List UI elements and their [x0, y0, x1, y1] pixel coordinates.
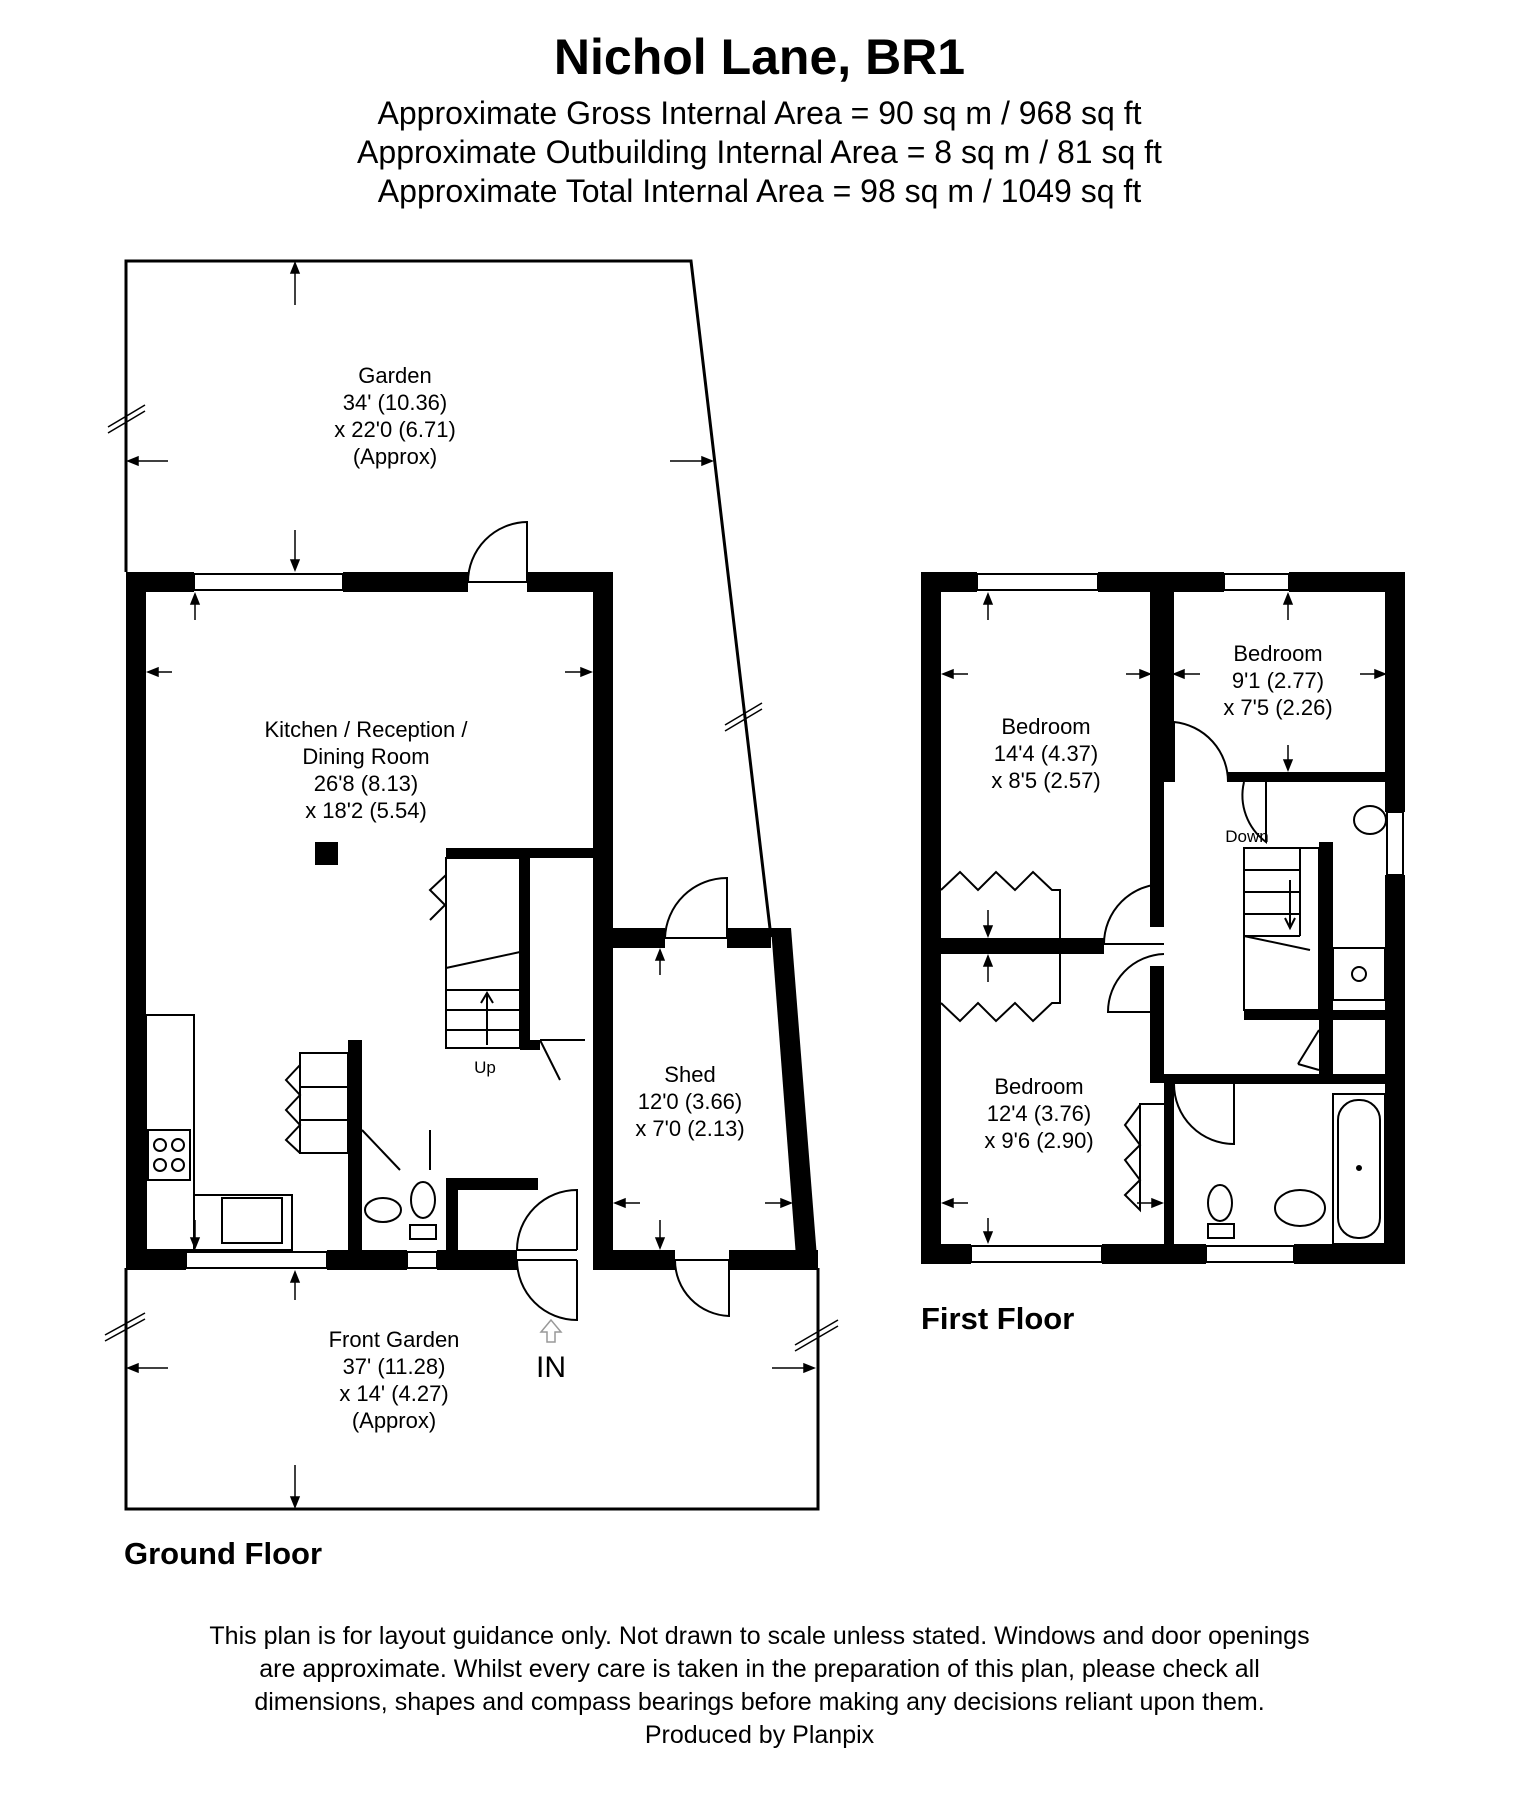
- kitchen-label: Kitchen / Reception / Dining Room 26'8 (…: [264, 717, 468, 823]
- first-floor-windows: [970, 573, 1404, 1263]
- front-garden-name: Front Garden: [329, 1327, 460, 1352]
- kitchen-dim2: x 18'2 (5.54): [305, 798, 427, 823]
- first-floor-doors: [1102, 720, 1320, 1146]
- producer-credit: Produced by Planpix: [644, 1721, 875, 1749]
- first-floor-wardrobes: [940, 870, 1164, 1213]
- front-garden-boundary: [124, 1268, 820, 1511]
- first-floor-dimension-arrows: [940, 591, 1388, 1245]
- front-garden-note: (Approx): [352, 1408, 436, 1433]
- ground-floor-plan: Garden 34' (10.36) x 22'0 (6.71) (Approx…: [104, 259, 839, 1571]
- disclaimer-line2: are approximate. Whilst every care is ta…: [259, 1655, 1260, 1683]
- entrance-arrow-icon: [539, 1318, 563, 1343]
- garden-dim2: x 22'0 (6.71): [334, 417, 456, 442]
- shed-name: Shed: [664, 1062, 715, 1087]
- bedroom1-name: Bedroom: [1001, 714, 1090, 739]
- entrance-label: IN: [536, 1351, 566, 1384]
- garden-label: Garden 34' (10.36) x 22'0 (6.71) (Approx…: [334, 363, 456, 469]
- first-stairs-label: Down: [1225, 827, 1268, 846]
- kitchen-island-marker: [315, 842, 338, 865]
- shed-walls: [593, 928, 818, 1270]
- bedroom1-label: Bedroom 14'4 (4.37) x 8'5 (2.57): [991, 714, 1100, 793]
- first-floor-walls: [921, 572, 1405, 1264]
- bedroom1-dim2: x 8'5 (2.57): [991, 768, 1100, 793]
- house-walls: [126, 572, 613, 1270]
- ground-stairs: [428, 857, 521, 1049]
- disclaimer-line1: This plan is for layout guidance only. N…: [209, 1622, 1310, 1650]
- kitchen-dim1: 26'8 (8.13): [314, 771, 419, 796]
- ground-stairs-label: Up: [474, 1058, 496, 1077]
- front-garden-dim1: 37' (11.28): [343, 1354, 446, 1379]
- first-floor-bathroom-fittings: [1207, 805, 1387, 1245]
- front-garden-dim2: x 14' (4.27): [339, 1381, 448, 1406]
- wc-fittings: [364, 1181, 437, 1240]
- bedroom2-dim1: 9'1 (2.77): [1232, 668, 1324, 693]
- plan-title: Nichol Lane, BR1: [553, 29, 966, 85]
- garden-name: Garden: [358, 363, 431, 388]
- bedroom2-label: Bedroom 9'1 (2.77) x 7'5 (2.26): [1223, 641, 1332, 720]
- bedroom3-label: Bedroom 12'4 (3.76) x 9'6 (2.90): [984, 1074, 1093, 1153]
- first-floor-stairs: [1243, 847, 1320, 1011]
- outbuilding-area-text: Approximate Outbuilding Internal Area = …: [357, 134, 1162, 170]
- garden-dim1: 34' (10.36): [343, 390, 448, 415]
- plan-header: Nichol Lane, BR1 Approximate Gross Inter…: [0, 32, 1519, 211]
- kitchen-name2: Dining Room: [302, 744, 429, 769]
- disclaimer-line3: dimensions, shapes and compass bearings …: [254, 1688, 1265, 1716]
- ground-dimension-arrows: [125, 260, 817, 1510]
- bedroom3-name: Bedroom: [994, 1074, 1083, 1099]
- garden-boundary: [124, 259, 773, 938]
- kitchen-name1: Kitchen / Reception /: [264, 717, 468, 742]
- bedroom1-dim1: 14'4 (4.37): [994, 741, 1099, 766]
- ground-windows: [185, 573, 438, 1269]
- bedroom2-dim2: x 7'5 (2.26): [1223, 695, 1332, 720]
- total-area-text: Approximate Total Internal Area = 98 sq …: [377, 173, 1142, 209]
- shed-dim1: 12'0 (3.66): [638, 1089, 743, 1114]
- shed-dim2: x 7'0 (2.13): [635, 1116, 744, 1141]
- kitchen-fittings: [145, 1014, 349, 1251]
- ground-floor-label: Ground Floor: [124, 1536, 322, 1571]
- garden-note: (Approx): [353, 444, 437, 469]
- front-garden-label: Front Garden 37' (11.28) x 14' (4.27) (A…: [329, 1327, 460, 1433]
- bedroom2-name: Bedroom: [1233, 641, 1322, 666]
- first-floor-label: First Floor: [921, 1301, 1074, 1336]
- gross-area-text: Approximate Gross Internal Area = 90 sq …: [377, 95, 1142, 131]
- disclaimer: This plan is for layout guidance only. N…: [0, 1620, 1519, 1752]
- shed-label: Shed 12'0 (3.66) x 7'0 (2.13): [635, 1062, 744, 1141]
- bedroom3-dim2: x 9'6 (2.90): [984, 1128, 1093, 1153]
- first-floor-plan: Bedroom 14'4 (4.37) x 8'5 (2.57) Bedroom…: [921, 572, 1405, 1336]
- ground-break-marks: [104, 404, 839, 1352]
- ground-doors: [361, 520, 730, 1322]
- bedroom3-dim1: 12'4 (3.76): [987, 1101, 1092, 1126]
